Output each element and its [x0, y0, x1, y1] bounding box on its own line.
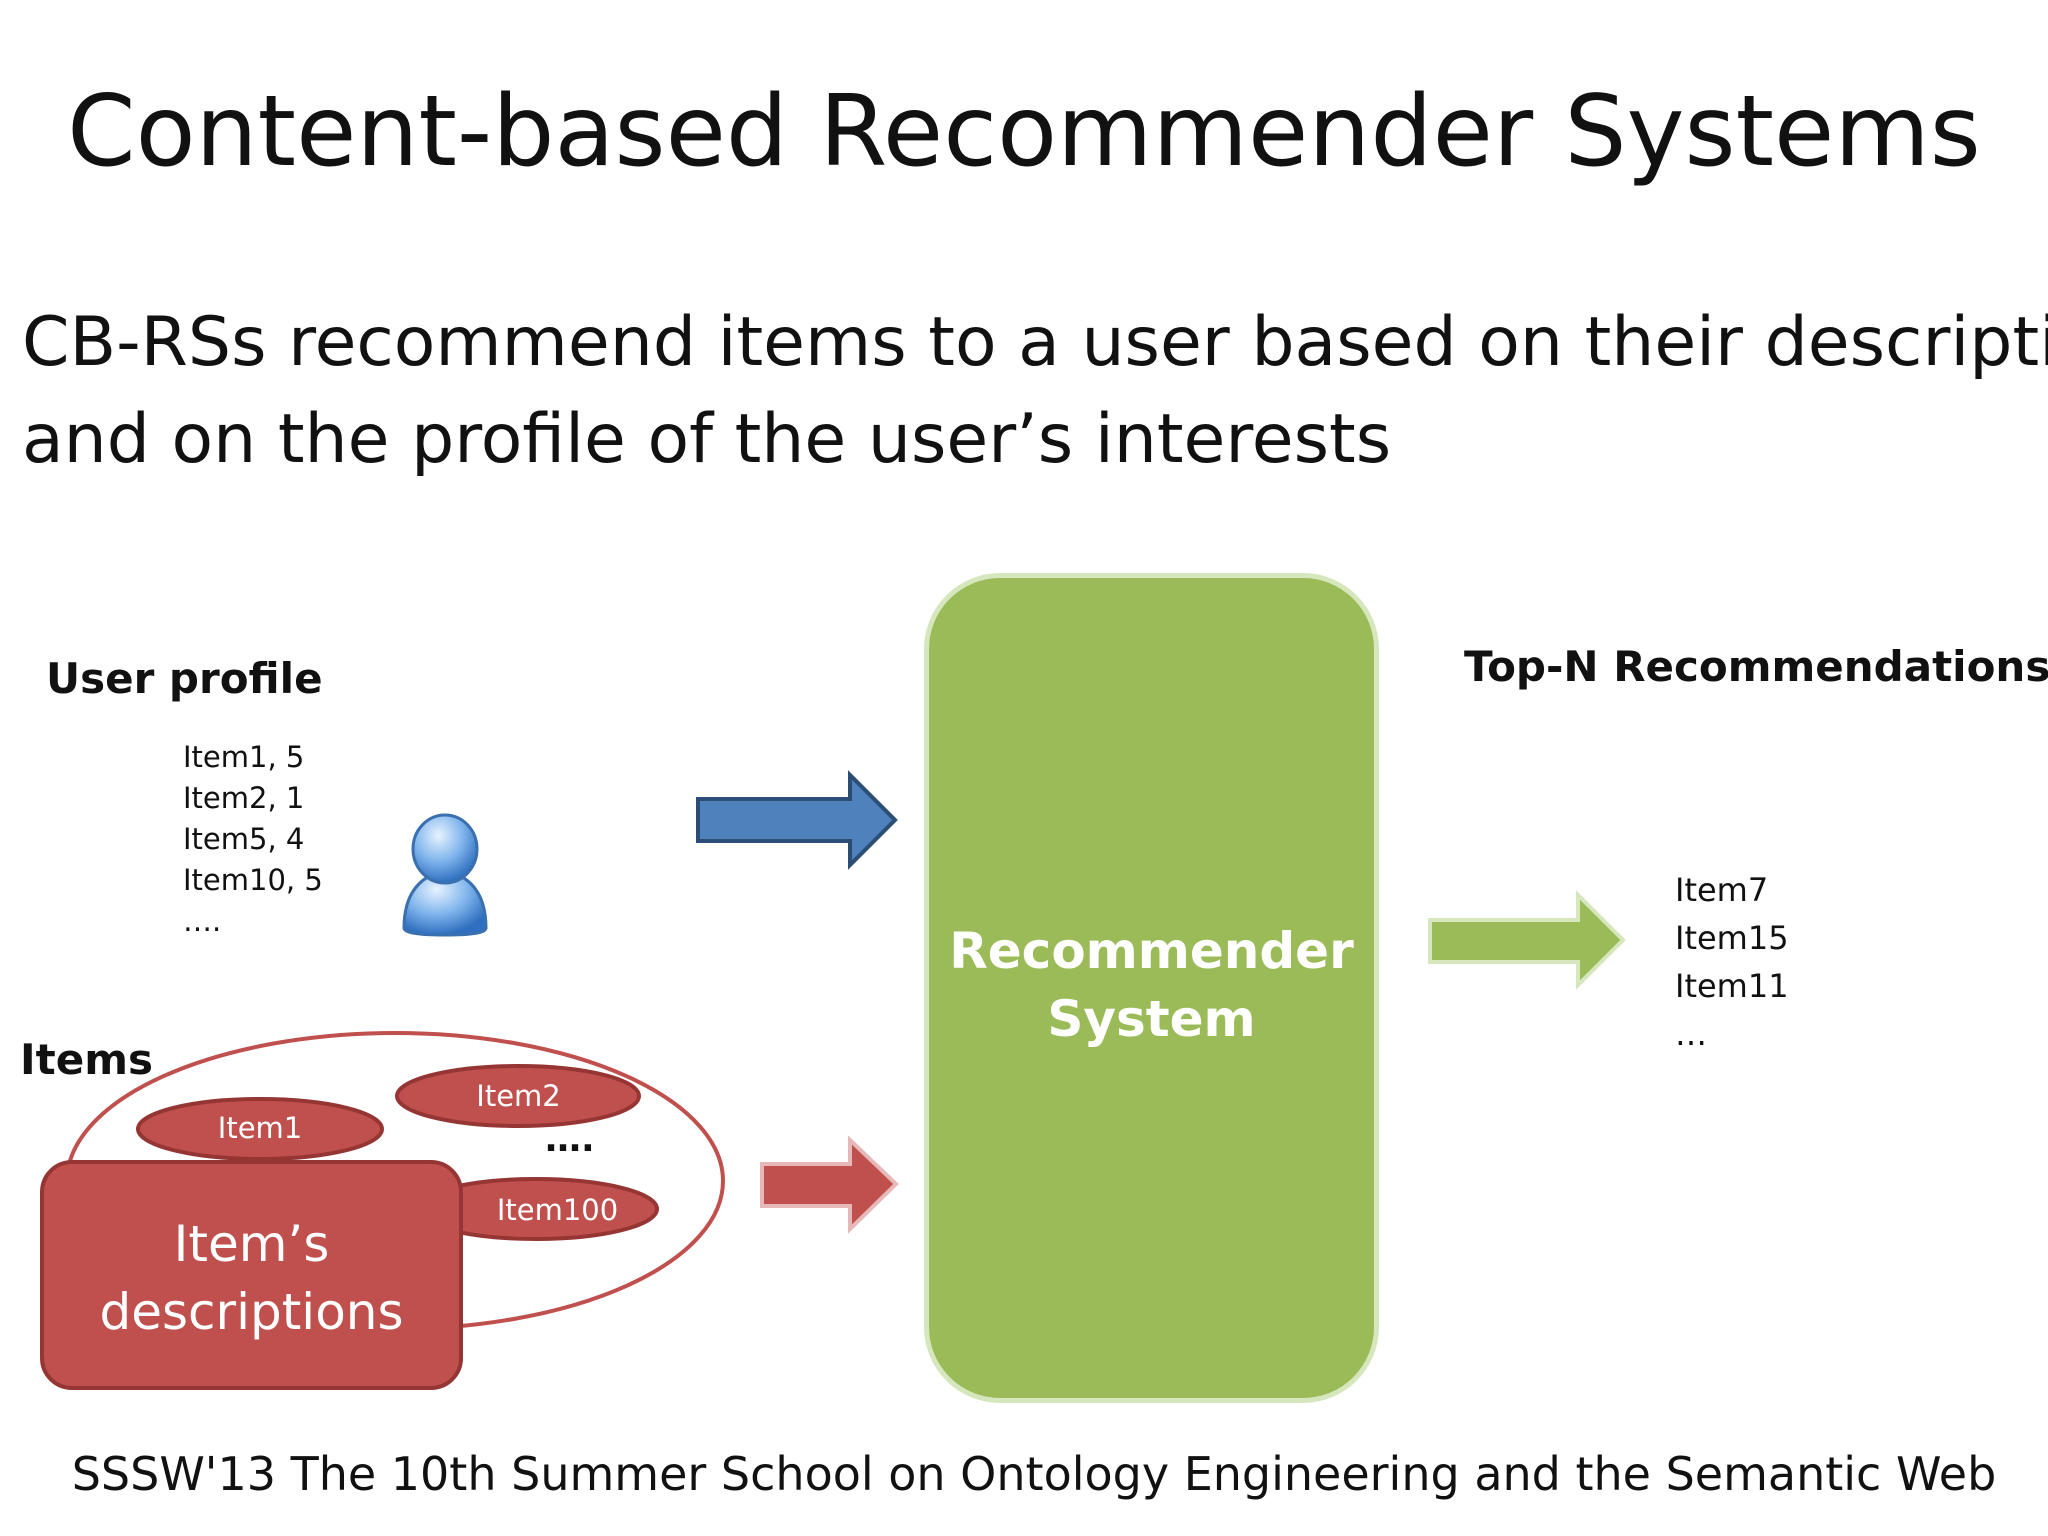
- items-ellipsis: ….: [545, 1119, 595, 1160]
- red-arrow-icon: [760, 1135, 899, 1234]
- subtitle-line-1: CB-RSs recommend items to a user based o…: [22, 303, 2048, 382]
- green-arrow-icon: [1428, 890, 1626, 990]
- recommender-system-label: Recommender System: [949, 922, 1354, 1048]
- profile-list-item: Item10, 5: [183, 863, 323, 897]
- user-icon: [402, 813, 488, 937]
- slide-title: Content-based Recommender Systems: [67, 75, 1981, 189]
- item-oval-label-item1: Item1: [217, 1111, 303, 1145]
- blue-arrow-icon: [696, 770, 898, 870]
- item-descriptions-box: [40, 1160, 463, 1390]
- top-n-list: Item7 Item15 Item11 …: [1675, 866, 1789, 1058]
- top-n-label: Top-N Recommendations: [1464, 642, 2048, 691]
- item-oval-item1: [136, 1097, 384, 1161]
- user-profile-list: Item1, 5 Item2, 1 Item5, 4 Item10, 5 ….: [183, 737, 323, 942]
- subtitle-line-2: and on the profile of the user’s interes…: [22, 400, 1392, 479]
- item-oval-label-item2: Item2: [476, 1079, 561, 1113]
- item-descriptions-label: Item’s descriptions: [99, 1215, 404, 1341]
- recommendation-item: Item11: [1675, 967, 1789, 1005]
- profile-list-item: ….: [183, 904, 222, 938]
- items-label: Items: [20, 1035, 153, 1084]
- profile-list-item: Item2, 1: [183, 781, 305, 815]
- item-oval-label-item100: Item100: [496, 1193, 619, 1227]
- recommender-system-box: [924, 573, 1379, 1403]
- recommendation-item: …: [1675, 1015, 1707, 1053]
- slide-footer: SSSW'13 The 10th Summer School on Ontolo…: [71, 1447, 1997, 1501]
- recommendation-item: Item15: [1675, 919, 1789, 957]
- profile-list-item: Item5, 4: [183, 822, 305, 856]
- recommendation-item: Item7: [1675, 871, 1769, 909]
- item-oval-item2: [395, 1064, 641, 1128]
- user-profile-label: User profile: [46, 654, 323, 703]
- profile-list-item: Item1, 5: [183, 740, 305, 774]
